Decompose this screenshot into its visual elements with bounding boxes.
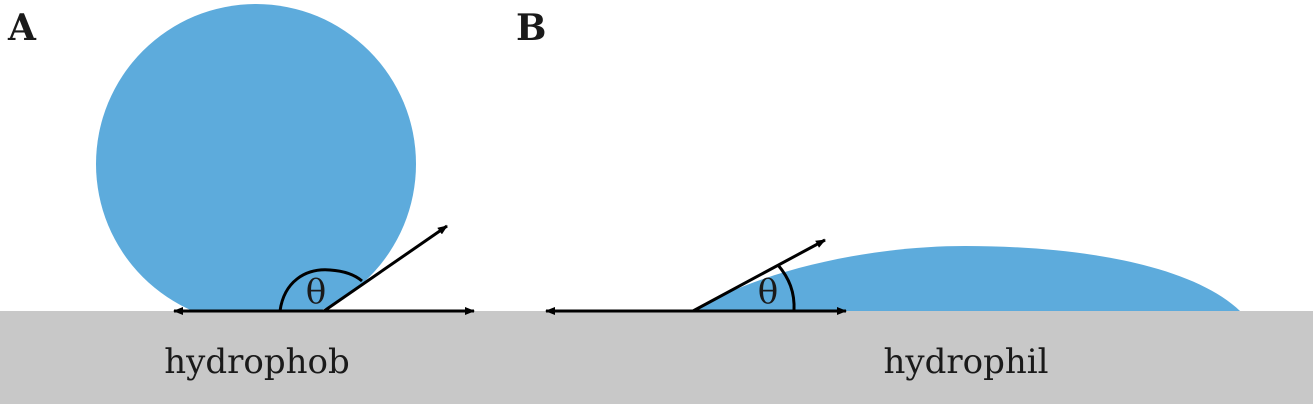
hydrophobic-droplet [96,4,416,311]
contact-angle-arc-a [278,268,363,312]
surface-label-hydrophob: hydrophob [164,342,350,382]
hydrophilic-droplet [693,246,1240,311]
surface-label-hydrophil: hydrophil [883,342,1048,382]
panel-label-a: A [7,7,37,49]
panel-label-b: B [516,7,546,49]
substrate-surface [0,311,1313,404]
tangent-arrow-a [323,224,448,313]
panel-b: θ B hydrophil [516,7,1240,382]
panel-a: θ A hydrophob [7,4,475,382]
theta-symbol-b: θ [758,272,778,312]
contact-angle-arc-b [776,264,796,312]
tangent-arrow-b [692,238,826,313]
theta-symbol-a: θ [306,272,326,312]
